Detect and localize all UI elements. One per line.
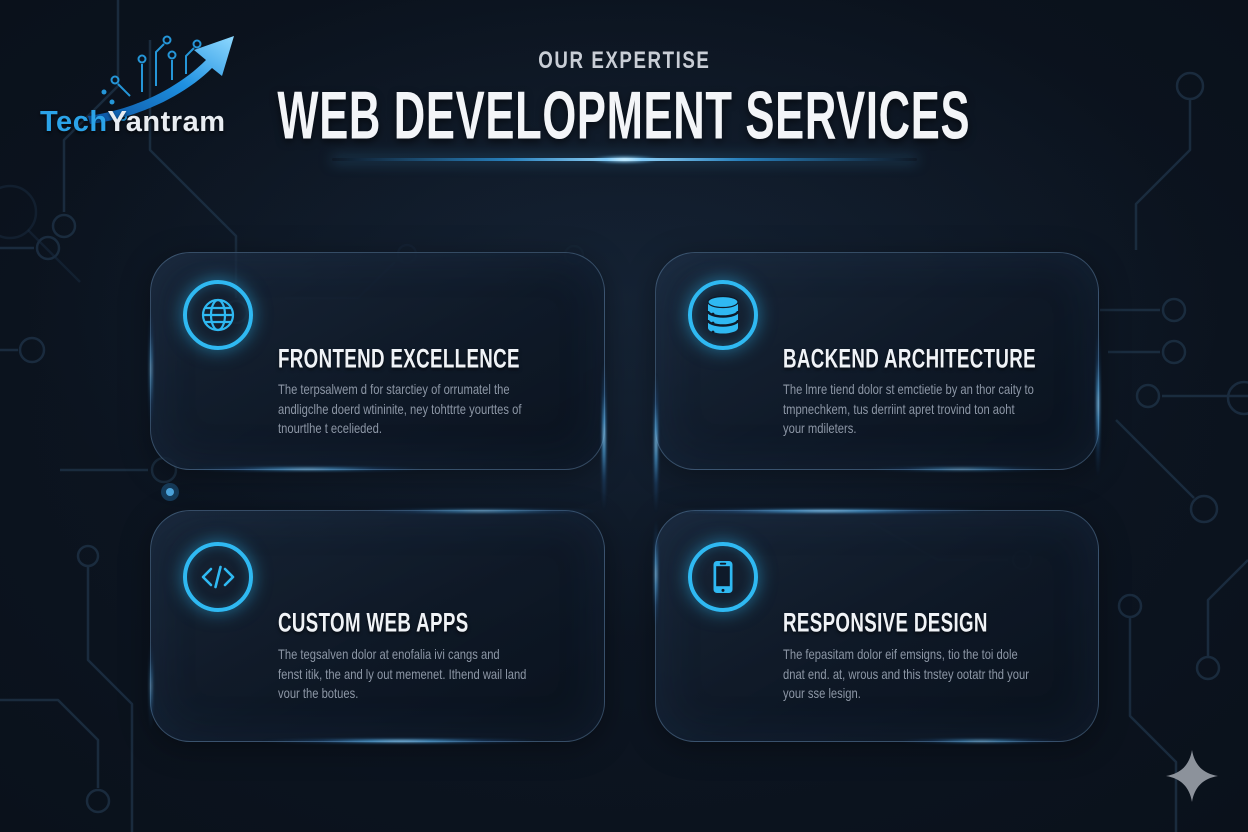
page-title: WEB DEVELOPMENT SERVICES [277, 77, 971, 153]
icon-ring [183, 542, 253, 612]
card-description: The terpsalwem d for starctiey of orruma… [278, 381, 522, 436]
circuit-arrow-icon [88, 35, 234, 124]
sparkle-icon [1166, 750, 1218, 802]
card-title: BACKEND ARCHITECTURE [783, 342, 1036, 374]
icon-ring [688, 542, 758, 612]
page-header: OUR EXPERTISE WEB DEVELOPMENT SERVICES [0, 46, 1248, 153]
service-card-custom-apps: CUSTOM WEB APPS The tegsalven dolor at e… [148, 508, 605, 744]
card-title: RESPONSIVE DESIGN [783, 606, 988, 638]
globe-icon [201, 298, 235, 332]
card-title: FRONTEND EXCELLENCE [278, 342, 520, 374]
database-icon [706, 295, 740, 334]
card-description: The fepasitam dolor eif emsigns, tio the… [783, 646, 1029, 701]
card-description: The lmre tiend dolor st emctietie by an … [783, 381, 1034, 436]
icon-ring [183, 280, 253, 350]
brand-name: TechYantram [40, 106, 226, 139]
code-icon [201, 565, 235, 589]
glow-node-core [166, 488, 174, 496]
title-underline-glow [332, 158, 917, 161]
icon-ring [688, 280, 758, 350]
service-card-backend: BACKEND ARCHITECTURE The lmre tiend dolo… [653, 252, 1101, 513]
service-card-responsive: RESPONSIVE DESIGN The fepasitam dolor ei… [653, 508, 1099, 744]
eyebrow-text: OUR EXPERTISE [537, 47, 711, 74]
brand-name-tech: Tech [40, 106, 108, 138]
card-title: CUSTOM WEB APPS [278, 606, 469, 638]
service-card-frontend: FRONTEND EXCELLENCE The terpsalwem d for… [148, 252, 607, 511]
card-description: The tegsalven dolor at enofalia ivi cang… [278, 646, 527, 701]
brand-name-yantram: Yantram [107, 106, 226, 138]
brand-logo: TechYantram [30, 22, 250, 152]
smartphone-icon [713, 561, 733, 593]
